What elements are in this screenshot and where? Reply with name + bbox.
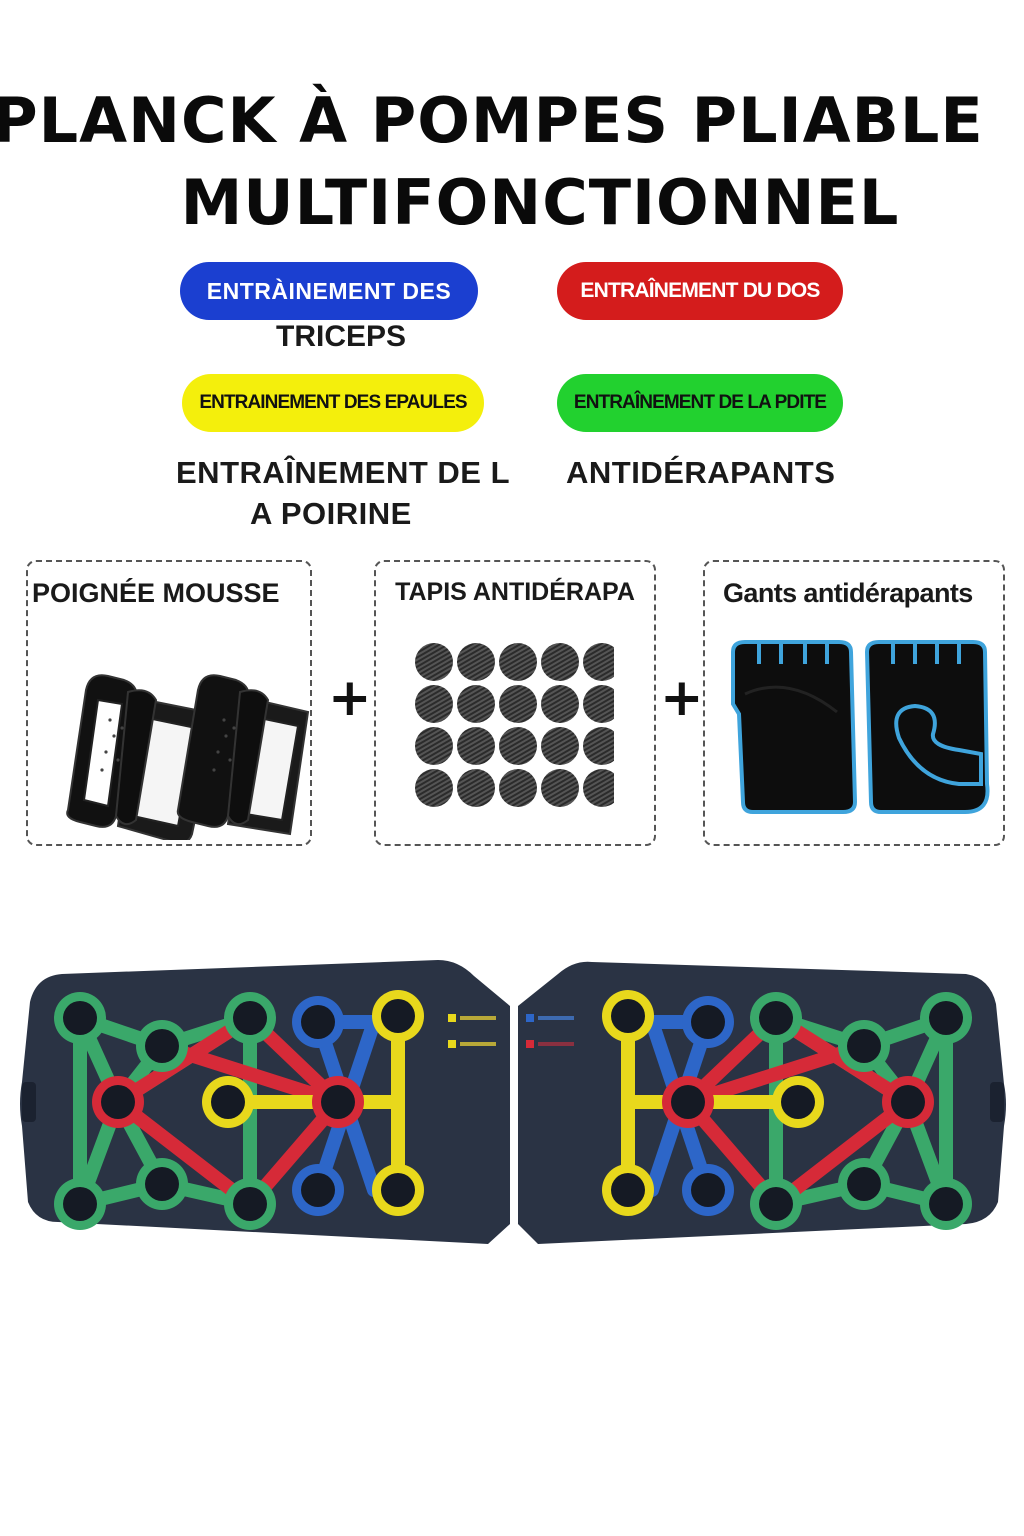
plus-sign: + [660, 668, 704, 728]
chest-label-line2: A POIRINE [250, 496, 412, 531]
plus-sign: + [328, 668, 372, 728]
anti-slip-pads-card: TAPIS ANTIDÉRAPA [374, 560, 656, 846]
abs-badge: ENTRAÎNEMENT DE LA PDITE [557, 374, 843, 432]
anti-slip-pads-icon [415, 643, 614, 807]
back-badge: ENTRAÎNEMENT DU DOS [557, 262, 843, 320]
foam-handle-icon [66, 674, 310, 840]
shoulders-badge: ENTRAINEMENT DES EPAULES [182, 374, 484, 432]
pushup-board-icon [20, 960, 1006, 1244]
gloves-icon [731, 640, 990, 814]
anti-slip-pads-label: TAPIS ANTIDÉRAPA [395, 578, 635, 606]
gloves-label: Gants antidérapants [723, 578, 973, 608]
chest-label-line1: ENTRAÎNEMENT DE L [176, 455, 510, 490]
pushup-board-image [18, 954, 1008, 1248]
foam-handle-card: POIGNÉE MOUSSE [26, 560, 312, 846]
gloves-card: Gants antidérapants [703, 560, 1005, 846]
page-title-line1: PLANCK À POMPES PLIABLE [0, 84, 984, 157]
triceps-label-continuation: TRICEPS [276, 320, 407, 353]
triceps-badge: ENTRÀINEMENT DES [180, 262, 478, 320]
foam-handle-label: POIGNÉE MOUSSE [32, 578, 280, 608]
page-title-line2: MULTIFONCTIONNEL [180, 166, 900, 239]
anti-slip-label: ANTIDÉRAPANTS [566, 455, 836, 490]
